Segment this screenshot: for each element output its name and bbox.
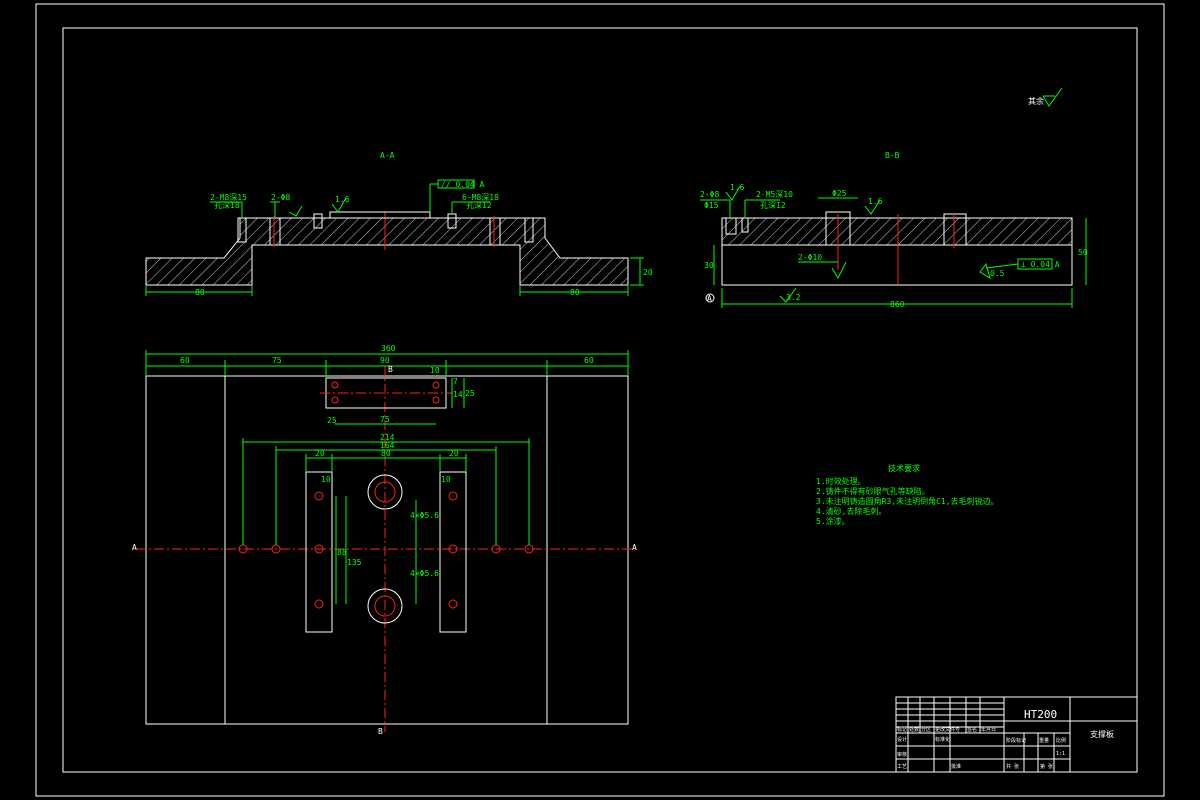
plan-dim-10-left: 10 (321, 475, 331, 484)
tb-scale: 比例 (1056, 737, 1066, 744)
tb-label-sign: 签名 (967, 726, 977, 733)
section-b-roughness-1: 1.6 (730, 183, 745, 192)
section-a-tolerance: // 0.04 A (441, 180, 485, 189)
section-b-callout-2: 2-M5深10 (756, 190, 793, 199)
tb-standard: 标准化 (935, 736, 950, 743)
tb-stage: 阶段标记 (1006, 737, 1026, 744)
section-b-callout-1: 2-Φ8 (700, 190, 719, 199)
section-b-dim-height-left: 30 (704, 261, 714, 270)
plan-dim-60-right: 60 (584, 356, 594, 365)
plan-outline (145, 375, 629, 725)
section-a-callout-left-1b: 孔深18 (214, 201, 240, 210)
plan-section-mark-b-bottom: B (378, 727, 383, 736)
section-a-callout-right-b: 孔深12 (466, 201, 492, 210)
section-b-title: B-B (885, 151, 900, 160)
technical-notes: 技术要求 1.时效处理。 2.铸件不得有砂眼气孔等缺陷。 3.未注明铸造圆角R3… (816, 463, 999, 526)
plan-dim-75: 75 (272, 356, 282, 365)
plan-dim-88: 88 (337, 548, 347, 557)
tb-material: HT200 (1024, 708, 1057, 721)
notes-line-1: 1.时效处理。 (816, 476, 866, 486)
section-a-roughness: 1.6 (335, 195, 350, 204)
plan-dim-90: 90 (380, 356, 390, 365)
outer-border (35, 3, 1165, 797)
section-b-body (721, 217, 1073, 246)
notes-line-2: 2.铸件不得有砂眼气孔等缺陷。 (816, 486, 930, 496)
section-b-view: 2-Φ8 Φ15 2-M5深10 孔深12 1.6 Φ25 1.6 2-Φ10 … (700, 183, 1088, 309)
plan-dim-20-left: 20 (315, 449, 325, 458)
plan-dim-75-slot: 75 (380, 415, 390, 424)
section-a-callout-left-2: 2-Φ8 (271, 193, 290, 202)
plan-section-mark-b-top: B (388, 365, 393, 374)
plan-view: 360 60 75 90 60 7 14 25 75 25 10 214 164 (132, 344, 637, 736)
tb-label-count: 处数 (909, 726, 919, 733)
tb-process: 工艺 (897, 764, 907, 770)
section-b-roughness-4: 0.5 (990, 269, 1005, 278)
tb-check: 审核 (897, 751, 907, 758)
roughness-other-label: 其余 (1028, 96, 1044, 106)
section-a-title: A-A (380, 151, 395, 160)
section-b-roughness-2: 1.6 (868, 197, 883, 206)
section-b-datum: A (707, 294, 712, 303)
section-a-dim-left: 80 (195, 288, 205, 297)
section-b-callout-2b: 孔深12 (760, 201, 786, 210)
section-b-callout-1b: Φ15 (704, 201, 719, 210)
tb-approve: 批准 (951, 763, 961, 770)
tb-scale-value: 1:1 (1056, 751, 1065, 757)
plan-dim-214: 214 (380, 433, 395, 442)
plan-dim-20-right: 20 (449, 449, 459, 458)
plan-left-bar (305, 471, 333, 633)
plan-dim-60-left: 60 (180, 356, 190, 365)
plan-dim-10-slot: 10 (430, 366, 440, 375)
plan-dim-25-slot: 25 (327, 416, 337, 425)
section-b-tolerance: ⊥ 0.04 A (1021, 260, 1060, 269)
plan-dim-total: 360 (381, 344, 396, 353)
section-b-dim-height-right: 50 (1078, 248, 1088, 257)
tb-sheet-no: 第 张 (1040, 763, 1053, 770)
plan-dim-135: 135 (347, 558, 362, 567)
plan-dim-80: 80 (381, 449, 391, 458)
plan-dim-7: 7 (453, 377, 458, 386)
plan-dim-14: 14 (453, 390, 463, 399)
section-a-dim-height: 20 (643, 268, 653, 277)
tb-label-docno: 更改文件号 (935, 726, 960, 733)
notes-line-3: 3.未注明铸造圆角R3,未注明倒角C1,去毛刺锐边。 (816, 496, 999, 506)
tb-part-name: 支撑板 (1090, 729, 1114, 739)
section-a-callout-left-1: 2-M8深15 (210, 193, 247, 202)
inner-border (62, 27, 1138, 773)
section-a-body (145, 217, 629, 286)
tb-design: 设计 (897, 736, 907, 743)
plan-section-mark-a-left: A (132, 543, 137, 552)
roughness-other-symbol: 其余 (1028, 87, 1063, 107)
tb-label-mark: 标记 (897, 726, 907, 733)
plan-section-mark-a-right: A (632, 543, 637, 552)
plan-dim-hole-2: 4×Φ5.6 (410, 569, 439, 578)
section-a-callout-right: 6-M8深18 (462, 193, 499, 202)
section-a-dim-right: 80 (570, 288, 580, 297)
plan-dim-hole-1: 4×Φ5.6 (410, 511, 439, 520)
section-b-callout-3: 2-Φ10 (798, 253, 822, 262)
notes-title: 技术要求 (888, 463, 920, 473)
tb-label-date: 年月日 (981, 726, 996, 733)
notes-line-5: 5.涂漆。 (816, 516, 850, 526)
section-b-roughness-3: 3.2 (786, 293, 801, 302)
tb-label-zone: 分区 (921, 726, 931, 733)
title-block: 标记 处数 分区 更改文件号 签名 年月日 设计 标准化 审核 工艺 批准 阶段… (895, 696, 1138, 773)
plan-right-bar (439, 471, 467, 633)
tb-sheet-total: 共 张 (1006, 763, 1019, 770)
section-a-view: 2-M8深15 孔深18 2-Φ8 6-M8深18 孔深12 // 0.04 A… (145, 179, 653, 297)
notes-line-4: 4.清砂,去除毛刺。 (816, 506, 886, 516)
plan-dim-25: 25 (465, 389, 475, 398)
plan-dim-10-right: 10 (441, 475, 451, 484)
plan-dim-164: 164 (380, 441, 395, 450)
section-b-dim-length: 860 (890, 300, 905, 309)
section-b-dim-dia: Φ25 (832, 189, 847, 198)
tb-weight: 重量 (1039, 737, 1049, 744)
